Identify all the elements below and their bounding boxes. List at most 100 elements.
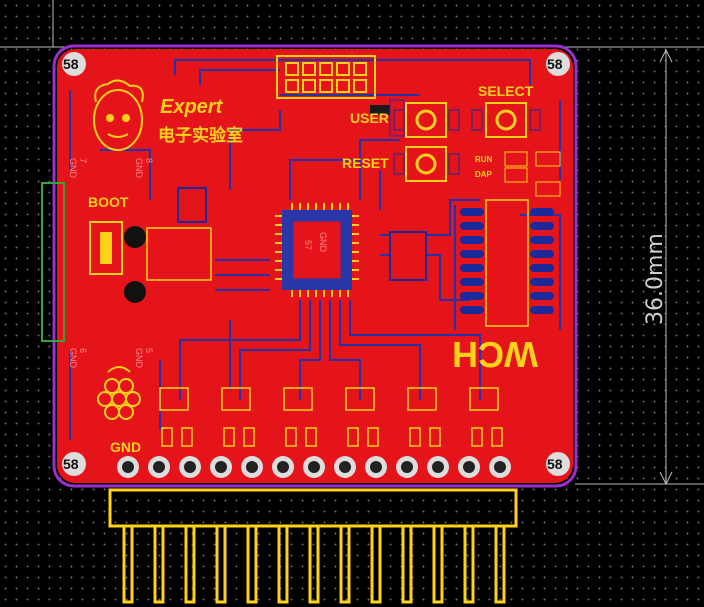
- reset-button[interactable]: [393, 146, 460, 182]
- driver-ic: [283, 387, 313, 411]
- resistor: [367, 427, 379, 447]
- dap-led-label: DAP: [475, 170, 493, 179]
- top-header-pad: [285, 62, 299, 76]
- brand-subtitle: 电子实验室: [158, 125, 243, 145]
- dimension-annotation: 36.0mm: [643, 48, 673, 486]
- svg-text:GND: GND: [68, 158, 78, 179]
- side-labels: GND 7 GND 8 GND 6 GND 5: [68, 158, 154, 369]
- header-pin: [215, 524, 227, 604]
- select-button[interactable]: [471, 102, 541, 138]
- top-header-pad: [319, 62, 333, 76]
- user-button[interactable]: [393, 102, 460, 138]
- resistor: [471, 427, 483, 447]
- svg-text:GND: GND: [134, 348, 144, 369]
- debug-pin: [530, 264, 554, 272]
- top-header-pad: [302, 62, 316, 76]
- top-header-pad: [353, 79, 367, 93]
- header-pad-hole: [184, 461, 196, 473]
- resistor: [243, 427, 255, 447]
- svg-text:6: 6: [78, 348, 88, 353]
- header-pin: [494, 524, 506, 604]
- led-pad-a: [535, 151, 561, 167]
- header-pad-hole: [215, 461, 227, 473]
- reset-label: RESET: [342, 155, 389, 171]
- debug-pin: [530, 222, 554, 230]
- select-label: SELECT: [478, 83, 534, 99]
- header-pin: [277, 524, 289, 604]
- header-pad-hole: [463, 461, 475, 473]
- mcu-chip[interactable]: GND 57: [275, 203, 359, 297]
- corner-marks: 58 58 58 58: [62, 52, 570, 476]
- header-pin: [401, 524, 413, 604]
- header-pin: [153, 524, 165, 604]
- debug-ic[interactable]: [485, 199, 529, 327]
- user-label: USER: [350, 110, 389, 126]
- top-header[interactable]: [276, 55, 376, 99]
- led-pad-b: [535, 181, 561, 197]
- top-header-pad: [336, 62, 350, 76]
- header-pad-hole: [122, 461, 134, 473]
- header-pin: [122, 524, 134, 604]
- driver-ic: [407, 387, 437, 411]
- driver-ic: [159, 387, 189, 411]
- svg-text:7: 7: [78, 158, 88, 163]
- run-led: [504, 151, 528, 167]
- usb-connector: [41, 182, 65, 342]
- top-header-pad: [353, 62, 367, 76]
- top-header-pad: [285, 79, 299, 93]
- svg-text:58: 58: [547, 56, 563, 72]
- header-pads[interactable]: [117, 456, 511, 478]
- resistor: [161, 427, 173, 447]
- header-pad-hole: [153, 461, 165, 473]
- header-pin: [370, 524, 382, 604]
- debug-pin: [460, 264, 484, 272]
- dimension-label: 36.0mm: [643, 233, 668, 325]
- header-pin: [246, 524, 258, 604]
- driver-ic: [469, 387, 499, 411]
- wch-logo: WCH: [452, 334, 538, 375]
- top-header-pad: [319, 79, 333, 93]
- header-pad-hole: [494, 461, 506, 473]
- svg-text:58: 58: [63, 456, 79, 472]
- debug-pin: [530, 278, 554, 286]
- brand-title: Expert: [160, 96, 224, 118]
- header-pad-hole: [401, 461, 413, 473]
- debug-ic-pins: [460, 208, 554, 314]
- resistor: [285, 427, 297, 447]
- header-pin: [184, 524, 196, 604]
- boot-label: BOOT: [88, 194, 129, 210]
- header-pin: [308, 524, 320, 604]
- svg-text:5: 5: [144, 348, 154, 353]
- run-led-label: RUN: [475, 155, 493, 164]
- svg-text:8: 8: [144, 158, 154, 163]
- debug-pin: [460, 208, 484, 216]
- debug-pin: [460, 236, 484, 244]
- header-pad-hole: [370, 461, 382, 473]
- header-pad-hole: [246, 461, 258, 473]
- crystal: [389, 231, 427, 281]
- header-pad-hole: [308, 461, 320, 473]
- resistor: [305, 427, 317, 447]
- debug-pin: [530, 208, 554, 216]
- pin-header[interactable]: [108, 488, 518, 604]
- resistor: [347, 427, 359, 447]
- debug-pin: [460, 306, 484, 314]
- driver-ic: [221, 387, 251, 411]
- debug-pin: [460, 278, 484, 286]
- debug-pin: [460, 222, 484, 230]
- resistor: [429, 427, 441, 447]
- component-pads-left: [177, 187, 207, 223]
- debug-pin: [530, 250, 554, 258]
- einstein-logo-icon: [93, 79, 144, 151]
- svg-text:58: 58: [63, 56, 79, 72]
- header-pad-hole: [432, 461, 444, 473]
- regulator: [146, 227, 212, 281]
- boot-button[interactable]: [89, 221, 146, 303]
- chip-label-57: 57: [303, 240, 313, 250]
- channel-drivers: [159, 387, 503, 447]
- top-header-pad: [336, 79, 350, 93]
- header-pad-hole: [277, 461, 289, 473]
- debug-pin: [460, 250, 484, 258]
- debug-pin: [530, 292, 554, 300]
